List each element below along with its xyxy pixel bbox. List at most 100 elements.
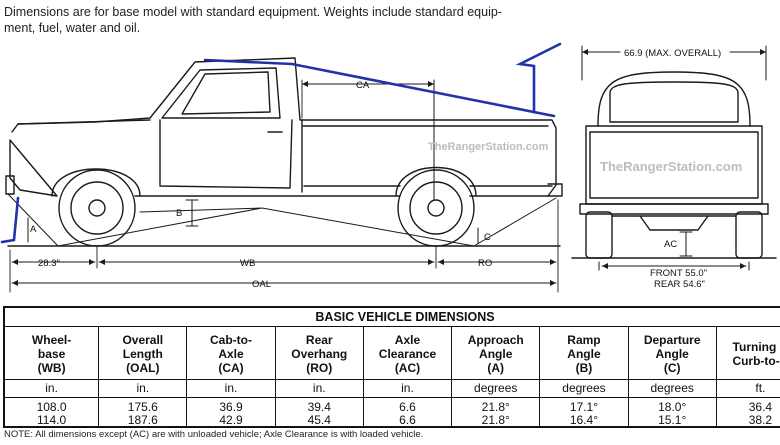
tailgate-inner: [589, 131, 759, 199]
door-outline: [159, 119, 293, 189]
max-overall-label: 66.9 (MAX. OVERALL): [624, 48, 721, 59]
wb-label: WB: [240, 258, 255, 269]
column-header: Wheel-base(WB): [5, 327, 98, 379]
column-unit: in.: [99, 379, 187, 398]
column-header-line: (B): [575, 361, 593, 375]
rear-bumper-view: [579, 203, 769, 215]
column-values: 21.8°21.8°: [452, 398, 539, 427]
watermark-side: TheRangerStation.com: [428, 141, 549, 153]
front-wheel: [58, 169, 136, 247]
table-cell: 6.6: [399, 413, 416, 427]
column-unit: degrees: [452, 379, 540, 398]
column-header-line: (CA): [218, 361, 244, 375]
column-header-line: Cab-to-: [210, 333, 253, 347]
rear-cab-outline: [597, 71, 751, 127]
ac-label: AC: [664, 239, 677, 250]
front-bumper: [5, 175, 15, 195]
column-header-line: Length: [122, 347, 163, 361]
bed-outline: [301, 119, 553, 193]
column-header: Turning DCurb-to-C: [717, 327, 780, 379]
ro-label: RO: [478, 258, 492, 269]
cab-outline: [9, 57, 557, 197]
column-header-line: Wheel-: [31, 333, 72, 347]
table-cell: 175.6: [127, 400, 158, 414]
column-unit: degrees: [628, 379, 716, 398]
table-column: Turning DCurb-to-Cft.36.438.2: [716, 327, 780, 427]
table-cell: 38.2: [748, 413, 773, 427]
column-header-line: (WB): [37, 361, 66, 375]
annotation-roof-slope: [203, 58, 556, 118]
column-header-line: Overhang: [291, 347, 348, 361]
intro-text: Dimensions are for base model with stand…: [4, 4, 564, 36]
column-header-line: (C): [663, 361, 681, 375]
annotation-post: [515, 42, 562, 114]
rear-left-tire: [585, 211, 613, 259]
b-label: B: [176, 208, 182, 219]
watermark-rear: TheRangerStation.com: [600, 159, 742, 174]
table-cell: 16.4°: [569, 413, 599, 427]
ca-label: CA: [356, 80, 370, 91]
column-header-line: (A): [487, 361, 505, 375]
front-wheel-arch: [51, 168, 141, 197]
column-header-line: Axle: [218, 347, 244, 361]
table-cell: 18.0°: [658, 400, 687, 414]
hood-line: [17, 119, 151, 125]
table-title: BASIC VEHICLE DIMENSIONS: [5, 308, 780, 327]
table-cell: 187.6: [127, 413, 158, 427]
table-cell: 6.6: [399, 400, 416, 414]
column-unit: in.: [275, 379, 363, 398]
table-cell: 36.4: [748, 400, 773, 414]
axle-housing: [611, 215, 737, 231]
table-cell: 21.8°: [481, 400, 510, 414]
column-header-line: Curb-to-C: [732, 354, 780, 368]
table-cell: 39.4: [307, 400, 331, 414]
column-header: Cab-to-Axle(CA): [187, 327, 274, 379]
intro-line-1: Dimensions are for base model with stand…: [4, 5, 502, 19]
table-cell: 42.9: [219, 413, 243, 427]
column-unit: ft.: [716, 379, 780, 398]
column-unit: in.: [5, 379, 99, 398]
table-cell: 108.0: [36, 400, 67, 414]
oal-label: OAL: [252, 279, 271, 290]
column-header-line: Ramp: [567, 333, 601, 347]
table-cell: 36.9: [219, 400, 243, 414]
vehicle-diagram: CA B A C 28.3" WB RO OAL 66.9 (MAX. OVER…: [0, 42, 777, 293]
column-header-line: Clearance: [378, 347, 437, 361]
quarter-window: [181, 71, 271, 115]
column-header-line: Angle: [567, 347, 601, 361]
column-header-line: (AC): [394, 361, 421, 375]
dimensions-table: BASIC VEHICLE DIMENSIONS Wheel-base(WB)i…: [3, 306, 780, 428]
column-header-line: Approach: [467, 333, 524, 347]
column-header-line: (OAL): [126, 361, 160, 375]
truck-side-view: [5, 57, 563, 293]
intro-line-2: ment, fuel, water and oil.: [4, 21, 141, 35]
departure-line: [473, 197, 557, 247]
rear-right-tire: [735, 211, 763, 259]
table-cell: 15.1°: [658, 413, 687, 427]
front-track-label: FRONT 55.0": [650, 268, 707, 279]
column-unit: in.: [187, 379, 275, 398]
column-header-line: Departure: [643, 333, 701, 347]
table-cell: 21.8°: [481, 413, 510, 427]
max-overall-dim: [581, 45, 767, 81]
column-header-line: Turning D: [732, 340, 780, 354]
column-header-line: Angle: [479, 347, 513, 361]
